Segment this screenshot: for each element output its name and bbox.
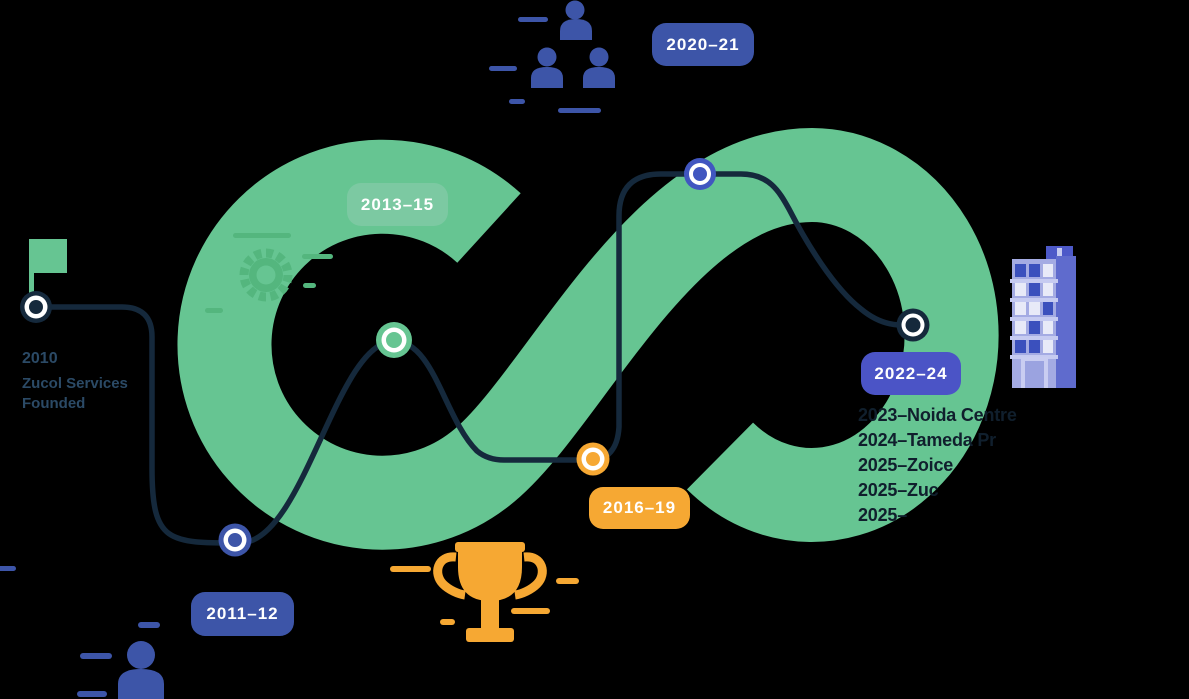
dot-2016 [576,442,610,476]
start-year: 2010 [22,350,58,367]
dot-2013 [376,322,412,358]
milestone-list: 2023–Noida Centre 2024–Tameda Pr 2025–Zo… [858,403,1017,528]
badge-2013-15: 2013–15 [347,183,448,226]
person-icon [0,566,164,699]
milestone-item: 2025–Zuc [858,480,939,500]
badge-2020-21: 2020–21 [652,23,754,66]
milestone-item: 2024–Tameda Pr [858,430,996,450]
gear-icon [188,233,333,313]
start-org-line1: Zucol Services [22,375,128,392]
team-icon [489,0,615,113]
building-icon [1010,246,1076,388]
dot-2010 [20,291,52,323]
milestone-item: 2023–Noida Centre [858,405,1017,425]
dot-2020 [684,158,716,190]
timeline-path [36,171,912,546]
dot-2011 [218,523,252,557]
flag-icon [29,239,67,299]
badge-2011-12: 2011–12 [191,592,294,636]
badge-2016-19: 2016–19 [589,487,690,529]
dot-2022 [896,308,930,342]
start-org-line2: Founded [22,395,86,412]
infinity-band [177,127,999,550]
trophy-icon [390,542,579,642]
milestone-item: 2025–Zoice [858,455,954,475]
badge-2022-24: 2022–24 [861,352,961,395]
milestone-item: 2025– [858,505,908,525]
